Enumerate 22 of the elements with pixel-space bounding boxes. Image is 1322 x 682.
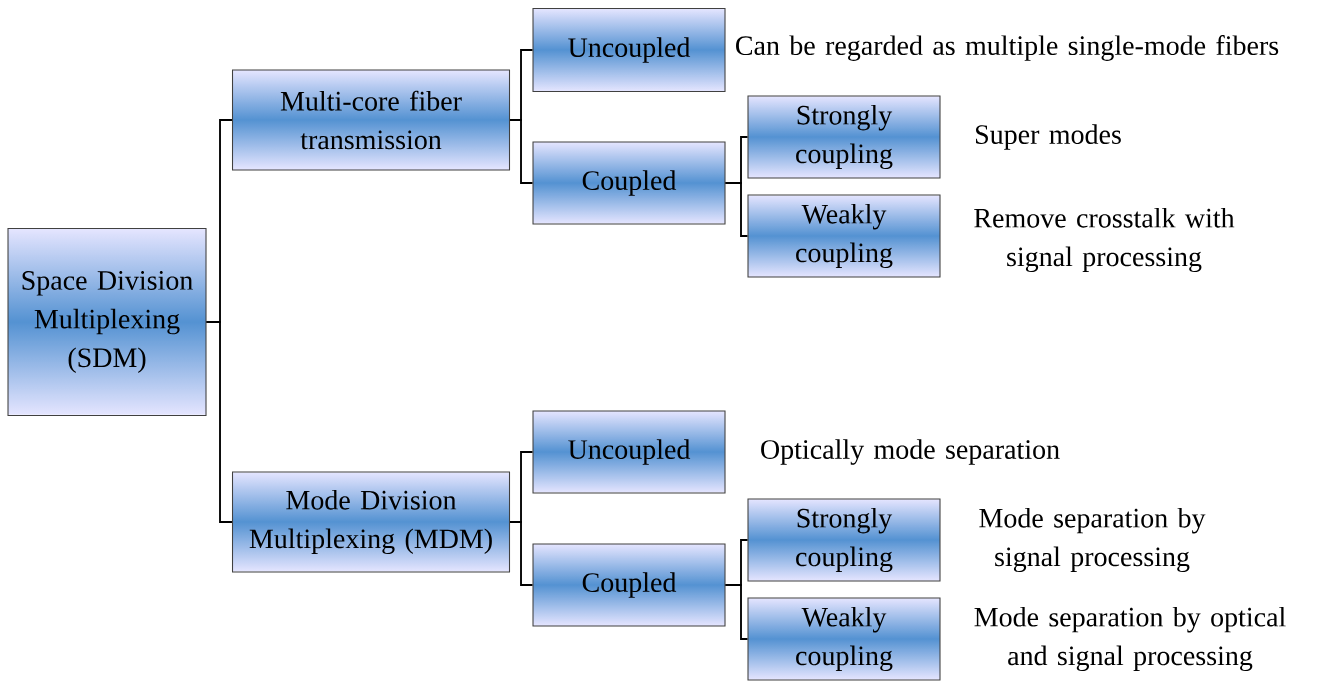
category-box: Strongly coupling [747,95,941,179]
category-box: Weakly coupling [747,194,941,278]
description-text: Remove crosstalk with signal processing [974,207,1235,273]
connector-line [509,119,534,184]
category-box: Weakly coupling [747,597,941,681]
category-box: Uncoupled [532,7,726,93]
category-box: Mode Division Multiplexing (MDM) [231,471,511,573]
connector-line [205,321,233,523]
connector-line [724,182,749,237]
description-text: Mode separation by signal processing [979,507,1206,573]
description-text: Optically mode separation [761,439,1060,465]
description-text: Super modes [976,124,1121,150]
category-box: Multi-core fiber transmission [231,69,511,171]
connector-line [724,584,749,640]
category-box: Coupled [532,543,726,627]
category-box: Coupled [532,141,726,225]
connector-line [509,521,534,586]
category-box: Strongly coupling [747,498,941,582]
category-box: Uncoupled [532,410,726,494]
description-text: Can be regarded as multiple single-mode fibers [736,35,1279,61]
category-box: Space Division Multiplexing (SDM) [7,227,207,417]
description-text: Mode separation by optical and signal processing [974,606,1286,672]
